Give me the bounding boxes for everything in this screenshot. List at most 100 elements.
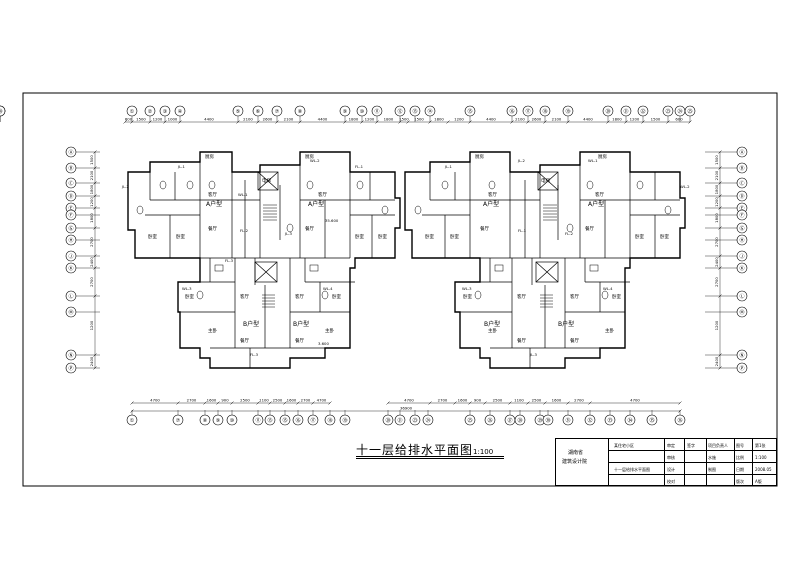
axis-label: ⑮ bbox=[467, 108, 472, 115]
dimension-text: 2100 bbox=[515, 117, 525, 122]
dimension-tick bbox=[268, 401, 272, 405]
tb-value: A版 bbox=[755, 479, 762, 484]
riser-tag: WL-2 bbox=[680, 184, 690, 189]
room-label: 卧室 bbox=[332, 293, 341, 300]
dimension-text: 1200 bbox=[89, 197, 94, 207]
axis-label: ⑤ bbox=[236, 109, 240, 115]
axis-bubble: ㉔ bbox=[422, 410, 434, 426]
dimension-tick bbox=[718, 150, 722, 154]
drawing-scale: 1:100 bbox=[473, 448, 494, 456]
axis-bubble: ㉛ bbox=[562, 410, 574, 426]
dimension-text: 1000 bbox=[168, 117, 178, 122]
room-label: 客厅 bbox=[488, 191, 497, 198]
axis-bubble: Ⓕ bbox=[65, 209, 100, 221]
dimension-tick bbox=[718, 226, 722, 230]
room-label: 主卧 bbox=[605, 327, 614, 334]
axis-label: ㉑ bbox=[397, 417, 402, 424]
axis-bubble: ① bbox=[126, 105, 138, 122]
axis-label: ㉖ bbox=[487, 417, 492, 424]
dimension-tick bbox=[510, 120, 514, 124]
axis-label: Ⓑ bbox=[68, 165, 73, 172]
sheet-name: 十一层给排水平面图 bbox=[614, 467, 650, 472]
dimension-text: 1500 bbox=[651, 117, 661, 122]
riser-tag: FL-2 bbox=[240, 228, 249, 233]
dimension-text: 1200 bbox=[454, 117, 464, 122]
dimension-tick bbox=[311, 401, 315, 405]
dimension-tick bbox=[606, 120, 610, 124]
dimension-text: 2400 bbox=[89, 257, 94, 267]
axis-label: ① bbox=[130, 418, 135, 424]
dimension-text: 2500 bbox=[240, 398, 250, 403]
dimension-tick bbox=[718, 266, 722, 270]
riser-tag: JL-3 bbox=[284, 231, 293, 236]
riser-tags: JL-1 JL-2 WL-1 WL-2 FL-1 FL-2 JL-3 WL-3 … bbox=[121, 158, 690, 357]
dimension-text: 1800 bbox=[714, 184, 719, 194]
axis-bubble: Ⓜ bbox=[65, 306, 100, 318]
unit-label: B户型 bbox=[558, 320, 574, 328]
dimension-tick bbox=[93, 181, 97, 185]
axis-label: ㉕ bbox=[687, 108, 692, 115]
axis-label: Ⓔ bbox=[68, 205, 73, 212]
tb-label: 设计 bbox=[667, 467, 675, 472]
tb-label: 比例 bbox=[736, 455, 744, 460]
axis-label: ㉛ bbox=[565, 417, 570, 424]
axis-bubble: ⑰ bbox=[522, 105, 534, 122]
axis-label: ⑨ bbox=[216, 418, 220, 424]
dimension-tick bbox=[566, 120, 570, 124]
riser-tag: JL-3 bbox=[529, 352, 538, 357]
dimension-tick bbox=[148, 120, 152, 124]
axis-label: Ⓕ bbox=[68, 212, 73, 219]
axis-label: ⑳ bbox=[605, 108, 610, 115]
level-mark: 35.600 bbox=[325, 218, 339, 223]
axis-bubble: ④ bbox=[174, 105, 186, 122]
room-label: 卧室 bbox=[660, 233, 669, 240]
dimension-tick bbox=[130, 401, 134, 405]
axis-label: ⑧ bbox=[298, 109, 303, 115]
dimension-tick bbox=[123, 120, 127, 124]
dimension-tick bbox=[718, 166, 722, 170]
room-label: 餐厅 bbox=[570, 337, 579, 344]
axis-label: Ⓖ bbox=[739, 225, 744, 232]
axis-bubble: ⑳ bbox=[382, 410, 394, 426]
dimension-tick bbox=[176, 401, 180, 405]
dimension-tick bbox=[93, 366, 97, 370]
axis-bubble: ㉕ bbox=[464, 410, 476, 426]
axis-bubble: ② bbox=[144, 105, 156, 122]
room-label: 餐厅 bbox=[585, 225, 594, 232]
axis-bubble: ㉖ bbox=[484, 410, 496, 426]
title-block: 湖南省 建筑设计院 某住宅小区 十一层给排水平面图 审定 审核 设计 校对 项目… bbox=[555, 438, 777, 486]
room-labels: 厨房 厨房 厨房 厨房 客厅 客厅 客厅 客厅 卧室 卧室 卧室 卧室 卧室 卧… bbox=[148, 153, 669, 344]
dimension-text: 2700 bbox=[438, 398, 448, 403]
dimension-tick bbox=[428, 401, 432, 405]
dimension-tick bbox=[216, 401, 220, 405]
dimension-text: 2500 bbox=[273, 398, 283, 403]
axis-label: ㉘ bbox=[0, 108, 3, 115]
dimension-text: 1600 bbox=[287, 398, 297, 403]
axis-label: ㉘ bbox=[517, 417, 522, 424]
dimension-tick bbox=[566, 401, 570, 405]
dimension-text: 1200 bbox=[714, 197, 719, 207]
room-label: 厨房 bbox=[305, 153, 314, 160]
axis-bubble: ㉑ bbox=[394, 410, 406, 426]
dimension-tick bbox=[543, 401, 547, 405]
dimension-text: 2100 bbox=[243, 117, 253, 122]
tb-label: 制图 bbox=[708, 467, 716, 472]
tb-value: 1:100 bbox=[755, 455, 767, 460]
axis-label: Ⓒ bbox=[68, 180, 73, 187]
room-label: 餐厅 bbox=[517, 337, 526, 344]
dimension-tick bbox=[468, 120, 472, 124]
axis-bubble: ㉑ bbox=[620, 105, 632, 122]
dimension-tick bbox=[526, 120, 530, 124]
dimension-text: 4400 bbox=[583, 117, 593, 122]
axis-bubble: Ⓗ bbox=[65, 234, 100, 246]
dimension-text: 4400 bbox=[204, 117, 214, 122]
riser-tag: JL-1 bbox=[177, 164, 186, 169]
axis-label: ⑳ bbox=[385, 417, 390, 424]
axis-bubble: ㉓ bbox=[662, 105, 674, 122]
dimension-text: 1200 bbox=[89, 320, 94, 330]
axis-label: ⑱ bbox=[327, 417, 332, 424]
axis-bubble: Ⓛ bbox=[65, 290, 100, 302]
axis-bubble: Ⓖ bbox=[705, 222, 748, 234]
dimension-text: 1800 bbox=[714, 213, 719, 223]
title-underline bbox=[356, 458, 504, 459]
